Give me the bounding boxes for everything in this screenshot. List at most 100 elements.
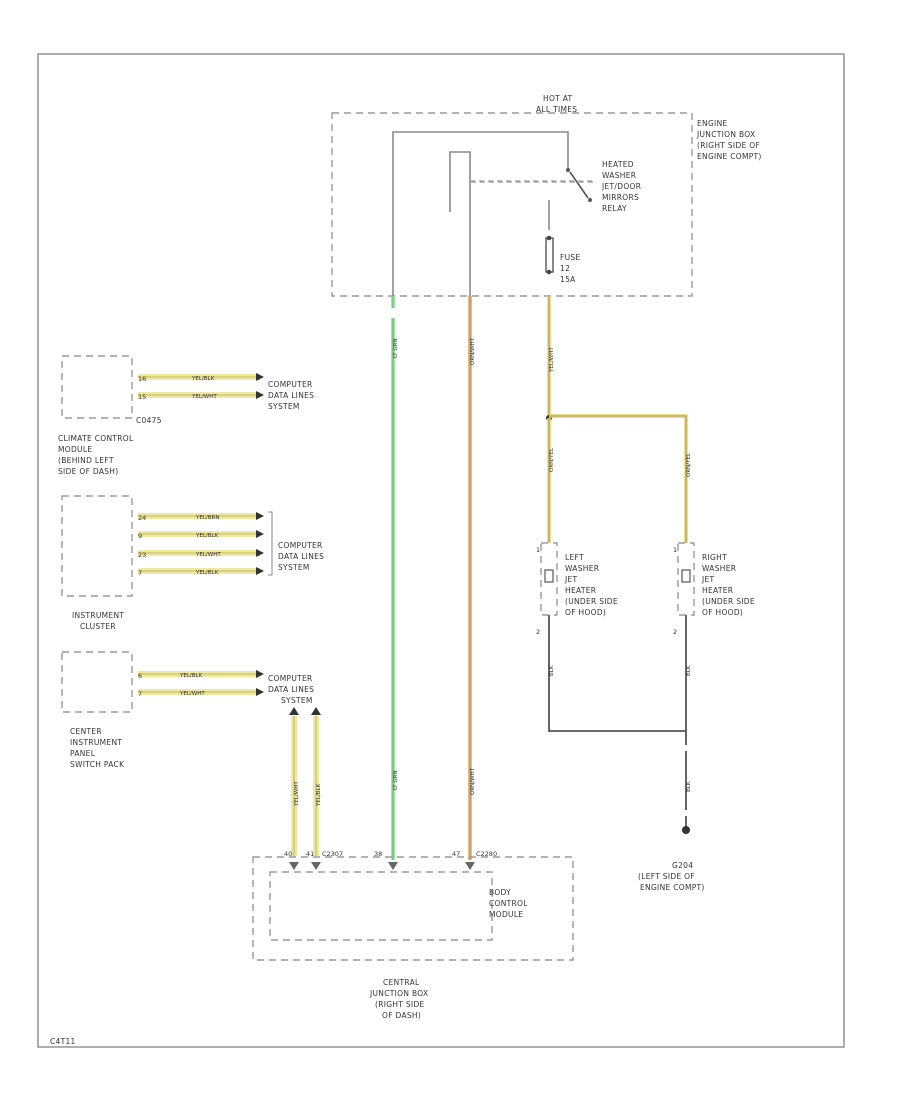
fuse-node-bottom — [546, 269, 552, 275]
svg-text:ORN/WHT: ORN/WHT — [470, 337, 476, 365]
climate-wire-1: 16 YEL/BLK — [138, 374, 260, 383]
connector-mark — [311, 862, 321, 870]
svg-text:ORN/YEL: ORN/YEL — [549, 447, 555, 472]
svg-text:YEL/BLK: YEL/BLK — [195, 533, 219, 539]
svg-text:6: 6 — [138, 672, 142, 680]
svg-text:YEL/WHT: YEL/WHT — [179, 691, 205, 697]
svg-text:BLK: BLK — [686, 665, 692, 676]
svg-text:DATA LINES: DATA LINES — [278, 552, 324, 561]
central-junction-box-label: CENTRAL JUNCTION BOX (RIGHT SIDE OF DASH… — [369, 978, 428, 1020]
cluster-wire-1: 24 YEL/BRN — [138, 513, 260, 522]
footer-code: C4T11 — [50, 1037, 76, 1046]
svg-text:ORN/WHT: ORN/WHT — [470, 767, 476, 795]
svg-text:CLUSTER: CLUSTER — [80, 622, 116, 631]
wire-label-orn-wht-bottom: ORN/WHT — [470, 767, 476, 795]
svg-text:(RIGHT SIDE: (RIGHT SIDE — [375, 1000, 425, 1009]
relay-box — [469, 180, 595, 183]
svg-text:G204: G204 — [672, 861, 693, 870]
svg-text:MODULE: MODULE — [58, 445, 92, 454]
svg-text:BLK: BLK — [686, 781, 692, 792]
svg-text:LT GRN: LT GRN — [393, 338, 399, 358]
cluster-wire-4: 7 YEL/BLK — [138, 568, 260, 577]
fuse-label: FUSE 12 15A — [560, 253, 581, 284]
svg-text:BODY: BODY — [489, 888, 511, 897]
wire-label-vert-1: YEL/WHT — [294, 781, 300, 807]
wire-label-lt-grn-bottom: LT GRN — [393, 770, 399, 790]
cluster-wire-3: 23 YEL/WHT — [138, 550, 260, 559]
svg-text:YEL/BLK: YEL/BLK — [316, 783, 322, 807]
svg-text:ENGINE: ENGINE — [697, 119, 728, 128]
svg-text:(LEFT SIDE OF: (LEFT SIDE OF — [638, 872, 695, 881]
svg-text:CONTROL: CONTROL — [489, 899, 528, 908]
svg-text:JUNCTION BOX: JUNCTION BOX — [369, 989, 428, 998]
svg-text:40: 40 — [284, 850, 292, 858]
wire-label-blk-right: BLK — [686, 665, 692, 676]
svg-text:1: 1 — [673, 546, 677, 554]
svg-text:MODULE: MODULE — [489, 910, 523, 919]
svg-text:RIGHT: RIGHT — [702, 553, 727, 562]
climate-connector-id: C0475 — [136, 416, 162, 425]
svg-text:COMPUTER: COMPUTER — [268, 380, 313, 389]
svg-text:16: 16 — [138, 375, 146, 383]
svg-text:LT GRN: LT GRN — [393, 770, 399, 790]
center-instrument-panel-switch-pack — [61, 651, 133, 713]
cluster-bracket — [268, 511, 273, 576]
ground-label: G204 (LEFT SIDE OF ENGINE COMPT) — [638, 861, 704, 892]
wire-label-blk-ground: BLK — [686, 781, 692, 792]
svg-text:WASHER: WASHER — [602, 171, 636, 180]
wire-label-blk-left: BLK — [549, 665, 555, 676]
wire-label-fuse-output: YEL/WHT — [549, 347, 555, 373]
svg-text:BLK: BLK — [549, 665, 555, 676]
wire-label-lt-grn-top: LT GRN — [393, 338, 399, 358]
svg-text:HEATED: HEATED — [602, 160, 634, 169]
center-panel-wire-1: 6 YEL/BLK — [138, 671, 260, 680]
arrow-icon — [256, 549, 264, 557]
bcm-pin-labels: 40 41 C2307 38 47 C2280 — [284, 850, 497, 858]
svg-text:YEL/BLK: YEL/BLK — [191, 376, 215, 382]
climate-data-lines-label: COMPUTER DATA LINES SYSTEM — [268, 380, 314, 411]
svg-text:YEL/WHT: YEL/WHT — [191, 394, 217, 400]
arrow-icon — [256, 670, 264, 678]
wire-label-vert-2: YEL/BLK — [316, 783, 322, 807]
wire-label-orn-wht-top: ORN/WHT — [470, 337, 476, 365]
svg-text:YEL/BLK: YEL/BLK — [195, 570, 219, 576]
central-junction-box — [252, 856, 574, 961]
svg-text:JET: JET — [701, 575, 715, 584]
engine-junction-box — [331, 112, 693, 297]
engine-box-label: ENGINE JUNCTION BOX (RIGHT SIDE OF ENGIN… — [696, 119, 761, 161]
connector-mark — [465, 862, 475, 870]
svg-text:CENTER: CENTER — [70, 727, 102, 736]
arrow-up-icon — [289, 707, 299, 715]
svg-text:SYSTEM: SYSTEM — [281, 696, 313, 705]
wire-label-left-feed: ORN/YEL — [549, 447, 555, 472]
arrow-icon — [256, 567, 264, 575]
svg-text:DATA LINES: DATA LINES — [268, 685, 314, 694]
svg-text:YEL/BLK: YEL/BLK — [179, 673, 203, 679]
arrow-icon — [256, 512, 264, 520]
relay-coil-wire — [449, 151, 471, 296]
svg-text:SIDE OF DASH): SIDE OF DASH) — [58, 467, 118, 476]
svg-text:12: 12 — [560, 264, 570, 273]
svg-text:LEFT: LEFT — [565, 553, 584, 562]
wire-label-right-feed: ORN/YEL — [686, 452, 692, 477]
svg-text:JET/DOOR: JET/DOOR — [601, 182, 641, 191]
fuse-12 — [545, 237, 554, 273]
center-panel-label: CENTER INSTRUMENT PANEL SWITCH PACK — [70, 727, 125, 769]
cluster-data-lines-label: COMPUTER DATA LINES SYSTEM — [278, 541, 324, 572]
arrow-icon — [256, 688, 264, 696]
instrument-cluster-label: INSTRUMENT CLUSTER — [72, 611, 124, 631]
svg-text:OF HOOD): OF HOOD) — [565, 608, 606, 617]
svg-text:ORN/YEL: ORN/YEL — [686, 452, 692, 477]
svg-text:38: 38 — [374, 850, 382, 858]
diagram-frame — [37, 53, 845, 1048]
svg-text:15: 15 — [138, 393, 146, 401]
svg-text:DATA LINES: DATA LINES — [268, 391, 314, 400]
relay-contact-arm — [569, 171, 589, 199]
svg-text:YEL/WHT: YEL/WHT — [195, 552, 221, 558]
relay-label: HEATED WASHER JET/DOOR MIRRORS RELAY — [601, 160, 641, 213]
svg-text:YEL/WHT: YEL/WHT — [294, 781, 300, 807]
svg-text:C2280: C2280 — [476, 850, 497, 858]
svg-text:2: 2 — [536, 628, 540, 636]
svg-text:FUSE: FUSE — [560, 253, 581, 262]
